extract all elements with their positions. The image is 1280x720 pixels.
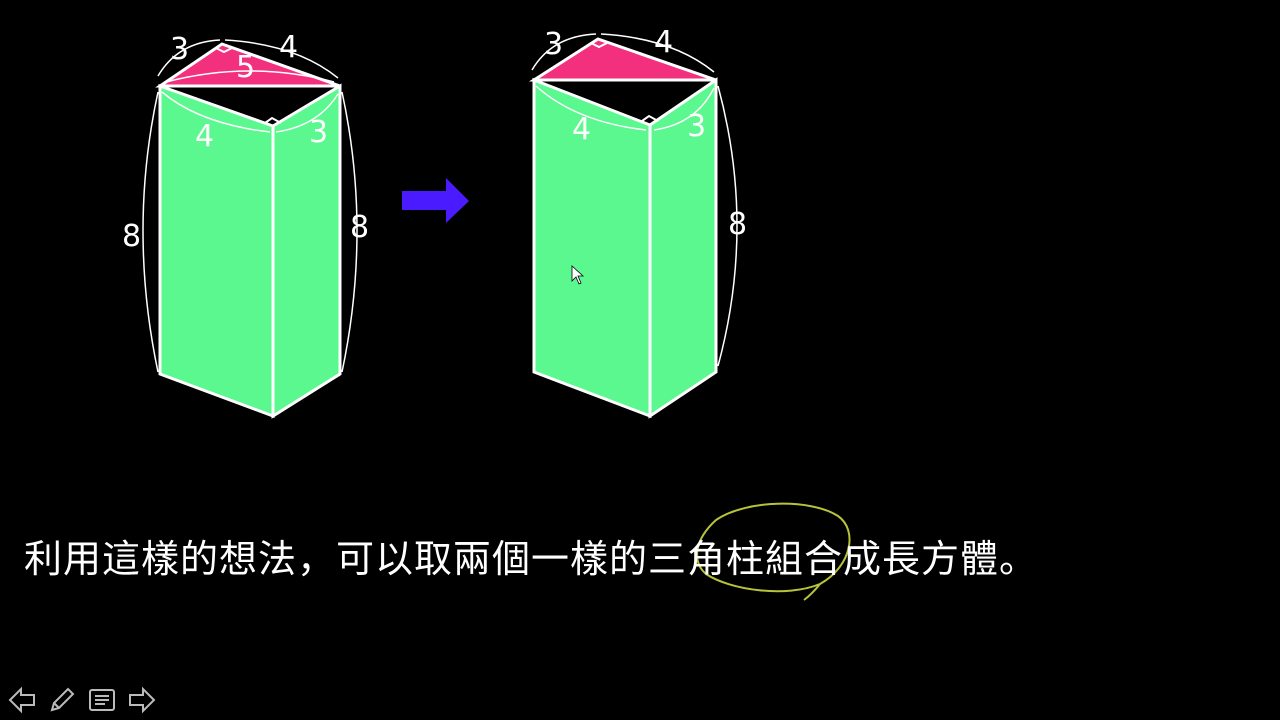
left-arc-base-4 bbox=[161, 91, 271, 133]
right-label-height: 8 bbox=[728, 207, 747, 242]
previous-slide-button[interactable] bbox=[6, 684, 38, 716]
left-arc-base-3 bbox=[275, 93, 339, 133]
left-arc-height-left bbox=[142, 91, 159, 373]
left-arc-height-right bbox=[341, 91, 358, 373]
right-label-top-3: 3 bbox=[544, 27, 563, 62]
arrow-left-icon bbox=[8, 686, 35, 714]
left-prism-right-angle-mark bbox=[215, 47, 233, 54]
right-base-right-angle-mark bbox=[641, 114, 659, 122]
right-prism-right-angle-mark bbox=[590, 42, 608, 49]
left-label-top-5: 5 bbox=[236, 50, 255, 85]
left-arc-top-3 bbox=[157, 39, 221, 77]
left-prism-left-face bbox=[158, 83, 275, 419]
right-prism-right-face bbox=[648, 77, 718, 419]
left-label-top-4: 4 bbox=[279, 30, 298, 65]
left-prism-right-face bbox=[271, 83, 342, 419]
right-prism: 3 4 4 3 8 bbox=[528, 25, 747, 419]
caption-after: 組合成長方體。 bbox=[765, 537, 1039, 581]
left-label-height-left: 8 bbox=[122, 219, 141, 254]
left-prism-top-triangle bbox=[155, 42, 341, 88]
caption-before: 利用這樣的想法，可以取兩個一樣的 bbox=[24, 537, 649, 581]
left-arc-top-5 bbox=[165, 70, 335, 83]
caption-text: 利用這樣的想法，可以取兩個一樣的三角柱組合成長方體。 bbox=[24, 528, 1038, 583]
left-label-base-4: 4 bbox=[195, 119, 214, 154]
next-slide-button[interactable] bbox=[126, 684, 158, 716]
right-label-base-4: 4 bbox=[572, 112, 591, 147]
right-label-base-3: 3 bbox=[687, 109, 706, 144]
right-arc-top-4 bbox=[600, 33, 715, 73]
right-prism-left-face bbox=[532, 77, 652, 419]
highlight-circle bbox=[696, 502, 851, 601]
left-arc-top-4 bbox=[224, 39, 339, 79]
left-prism: 3 4 5 4 3 8 8 bbox=[122, 30, 369, 419]
right-arc-base-3 bbox=[653, 87, 715, 131]
right-prism-top-triangle bbox=[528, 37, 717, 82]
right-arc-height bbox=[717, 85, 738, 367]
right-label-top-4: 4 bbox=[654, 25, 673, 60]
slide-toolbar bbox=[6, 684, 158, 716]
right-arc-top-3 bbox=[531, 33, 597, 71]
caption-highlight: 三角柱 bbox=[648, 537, 766, 581]
mouse-cursor-icon bbox=[571, 265, 585, 285]
notes-button[interactable] bbox=[86, 684, 118, 716]
right-arc-base-4 bbox=[535, 85, 647, 131]
pen-tool-button[interactable] bbox=[46, 684, 78, 716]
left-label-height-right: 8 bbox=[350, 210, 369, 245]
pen-icon bbox=[50, 687, 75, 712]
left-base-right-angle-mark bbox=[264, 116, 282, 124]
arrow-right-icon bbox=[129, 686, 156, 714]
left-label-base-3: 3 bbox=[309, 115, 328, 150]
transform-arrow-icon bbox=[402, 178, 469, 223]
left-label-top-3: 3 bbox=[170, 32, 189, 67]
notes-icon bbox=[89, 689, 115, 711]
